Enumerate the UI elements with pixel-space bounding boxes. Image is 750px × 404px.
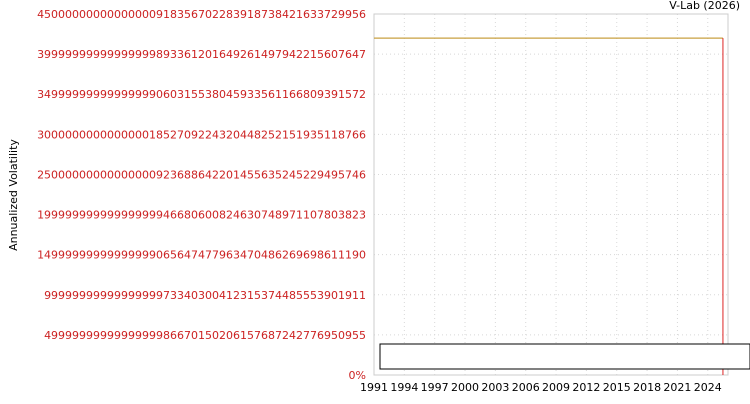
y-tick-label: 9999999999999999973340300412315374485553… xyxy=(44,289,366,302)
chart-credit: V-Lab (2026) xyxy=(669,0,740,12)
y-tick-label: 3000000000000000185270922432044825215193… xyxy=(37,128,366,141)
grid-layer xyxy=(374,14,728,375)
x-tick-label: 1997 xyxy=(421,381,449,394)
y-tick-label: 1999999999999999994668060082463074897110… xyxy=(37,209,366,222)
plot-area-frame xyxy=(373,13,729,376)
y-tick-label: 1499999999999999906564747796347048626969… xyxy=(37,249,366,262)
x-tick-label: 2012 xyxy=(572,381,600,394)
x-tick-label: 1991 xyxy=(360,381,388,394)
x-tick-label: 2015 xyxy=(603,381,631,394)
x-tick-label: 2024 xyxy=(694,381,722,394)
y-tick-label: 3999999999999999989336120164926149794221… xyxy=(37,48,366,61)
y-tick-label: 4500000000000000091835670228391873842163… xyxy=(37,8,366,21)
x-tick-label: 2003 xyxy=(481,381,509,394)
series-layer xyxy=(374,37,724,375)
y-tick-label: 3499999999999999906031553804593356116680… xyxy=(37,88,366,101)
x-tick-label: 2006 xyxy=(512,381,540,394)
x-tick-label: 2000 xyxy=(451,381,479,394)
legend-box xyxy=(379,343,750,370)
x-tick-label: 2009 xyxy=(542,381,570,394)
y-axis-label: Annualized Volatility xyxy=(7,139,20,251)
x-tick-label: 2021 xyxy=(663,381,691,394)
x-tick-label: 1994 xyxy=(390,381,418,394)
y-tick-labels: 0% 49999999999999999866701502061576872427… xyxy=(37,8,366,382)
x-tick-label: 2018 xyxy=(633,381,661,394)
y-tick-label: 0% xyxy=(349,369,366,382)
y-tick-label: 2500000000000000092368864220145563524522… xyxy=(37,168,366,181)
y-tick-label: 4999999999999999986670150206157687242776… xyxy=(44,329,366,342)
